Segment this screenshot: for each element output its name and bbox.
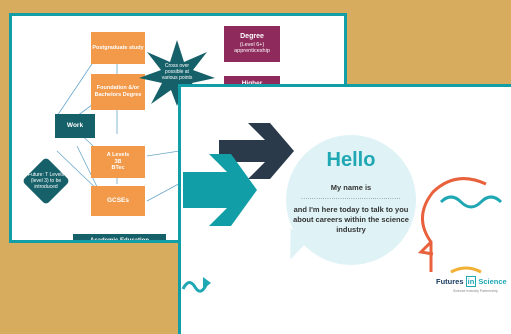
gcses-box: GCSEs (91, 186, 145, 216)
brand-logo: Futures in Science (436, 276, 507, 287)
work-box: Work (55, 114, 95, 138)
degree-title: Degree (240, 32, 264, 40)
postgraduate-label: Postgraduate study (92, 44, 144, 51)
head-profile-icon (417, 177, 503, 274)
postgraduate-box: Postgraduate study (91, 32, 145, 64)
my-name-is-text: My name is (330, 183, 372, 192)
speech-bubble (286, 135, 416, 265)
brand-in: in (465, 276, 477, 287)
academic-education-label: Academic Education (73, 234, 166, 240)
name-blank-line: ........................................… (301, 195, 401, 201)
foundation-label: Foundation &/or Bachelors Degree (94, 85, 142, 98)
hello-slide: Hello My name is .......................… (178, 84, 511, 334)
degree-apprenticeship-box: Degree (Level 6+) apprenticeship (224, 26, 280, 62)
small-arrow-icon (181, 277, 211, 293)
gcses-label: GCSEs (106, 196, 130, 204)
a-levels-3b: 3B (114, 158, 122, 165)
brand-futures: Futures (436, 277, 464, 286)
a-levels-box: A Levels 3B BTec (91, 146, 145, 178)
higher-label: Higher (242, 80, 263, 88)
cross-over-label: Cross over possible at various points (161, 63, 193, 81)
a-levels-btec: BTec (111, 165, 125, 172)
degree-level: (Level 6+) (239, 41, 265, 48)
work-label: Work (66, 121, 84, 129)
degree-type: apprenticeship (234, 48, 270, 55)
hello-heading: Hello (326, 149, 376, 171)
cross-over-star (139, 40, 215, 106)
future-t-levels-label: Future: T Levels (level 3) to be introdu… (28, 172, 64, 190)
foundation-box: Foundation &/or Bachelors Degree (91, 74, 145, 110)
a-levels-label: A Levels (106, 151, 130, 158)
intro-text: and I'm here today to talk to you about … (293, 205, 409, 234)
brand-tagline: Science Industry Partnership (453, 289, 498, 293)
brand-science: Science (478, 277, 507, 286)
